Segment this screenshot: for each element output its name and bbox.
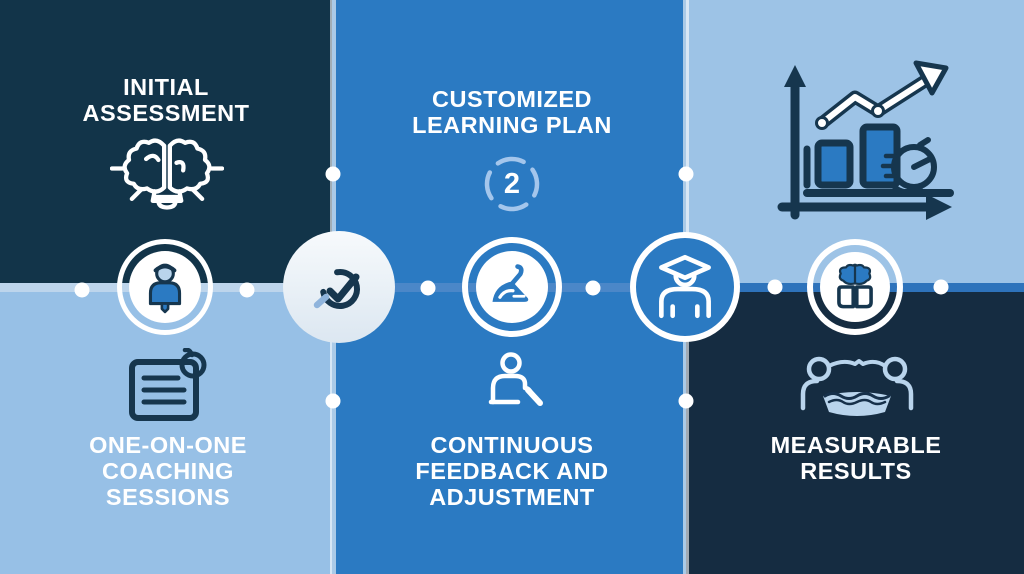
people-at-table-icon bbox=[800, 356, 914, 416]
check-circle-icon bbox=[313, 269, 360, 309]
timeline-node-1 bbox=[117, 239, 213, 335]
title-initial-assessment: INITIAL ASSESSMENT bbox=[82, 74, 250, 126]
graduate-icon bbox=[659, 254, 711, 319]
writing-mound-icon bbox=[492, 264, 529, 302]
timeline-dot bbox=[239, 282, 255, 298]
divider-dot bbox=[325, 393, 341, 409]
divider-dot bbox=[678, 393, 694, 409]
book-brain-icon bbox=[837, 263, 873, 309]
divider-dot bbox=[678, 166, 694, 182]
timeline-node-3 bbox=[462, 237, 562, 337]
person-avatar-icon bbox=[148, 263, 182, 314]
person-magnifier-icon bbox=[488, 352, 543, 406]
timeline-dot bbox=[933, 279, 949, 295]
timeline-node-4 bbox=[630, 232, 740, 342]
dashed-circle-icon bbox=[484, 156, 540, 212]
title-continuous-feedback: CONTINUOUS FEEDBACK AND ADJUSTMENT bbox=[415, 432, 609, 510]
title-customized-learning-plan: CUSTOMIZED LEARNING PLAN bbox=[412, 86, 612, 138]
pinned-note-icon bbox=[129, 348, 207, 421]
timeline-dot bbox=[585, 280, 601, 296]
timeline-dot bbox=[74, 282, 90, 298]
step-number-badge: 2 bbox=[483, 155, 541, 213]
step-number: 2 bbox=[503, 167, 521, 200]
timeline-node-5 bbox=[807, 239, 903, 335]
title-measurable-results: MEASURABLE RESULTS bbox=[770, 432, 942, 484]
timeline-dot bbox=[767, 279, 783, 295]
timeline-dot bbox=[420, 280, 436, 296]
timeline-node-2 bbox=[283, 231, 395, 343]
brain-lightbulb-icon bbox=[110, 138, 224, 210]
title-one-on-one-coaching: ONE-ON-ONE COACHING SESSIONS bbox=[89, 432, 247, 510]
growth-chart-stopwatch-icon bbox=[777, 60, 954, 220]
divider-dot bbox=[325, 166, 341, 182]
